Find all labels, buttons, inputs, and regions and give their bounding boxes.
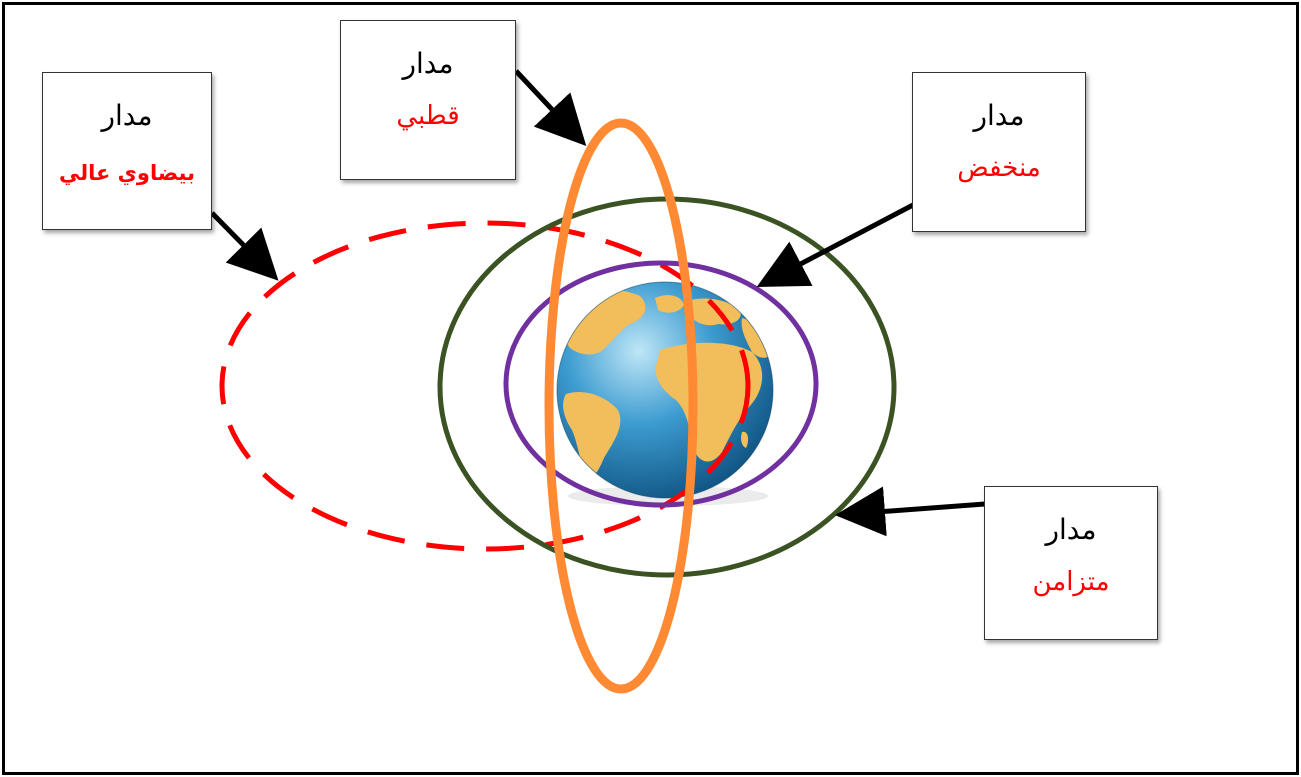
arrow-high-elliptical bbox=[212, 213, 268, 270]
label-low: مدار منخفض bbox=[912, 72, 1086, 232]
earth-globe bbox=[557, 282, 774, 506]
label-geosync-title: مدار bbox=[1046, 513, 1097, 547]
label-low-type: منخفض bbox=[957, 153, 1041, 184]
label-polar-title: مدار bbox=[403, 47, 454, 81]
label-polar-type: قطبي bbox=[396, 101, 459, 132]
label-low-title: مدار bbox=[974, 99, 1025, 133]
label-geosync: مدار متزامن bbox=[984, 486, 1158, 640]
label-high-elliptical-type: بيضاوي عالي bbox=[59, 161, 195, 186]
label-high-elliptical: مدار بيضاوي عالي bbox=[42, 72, 212, 230]
label-geosync-type: متزامن bbox=[1032, 567, 1109, 598]
arrow-polar bbox=[516, 71, 576, 135]
label-polar: مدار قطبي bbox=[340, 20, 516, 180]
label-high-elliptical-title: مدار bbox=[102, 99, 153, 133]
arrow-geosync bbox=[850, 504, 985, 514]
